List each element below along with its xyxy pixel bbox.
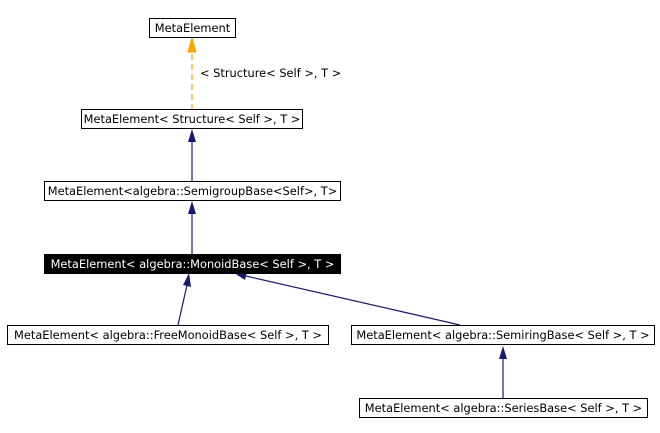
node-meta-element-series[interactable]: MetaElement< algebra::SeriesBase< Self >…	[359, 398, 648, 418]
inheritance-edge-semiring-monoid	[245, 275, 461, 326]
inheritance-arrowhead-monoid-from-freemonoid	[183, 273, 191, 287]
node-meta-element[interactable]: MetaElement	[149, 18, 236, 38]
inheritance-edge-freemonoid-monoid	[177, 284, 188, 326]
inheritance-arrowhead-monoid-from-semiring	[234, 272, 247, 280]
node-meta-element-semigroup[interactable]: MetaElement<algebra::SemigroupBase<Self>…	[44, 181, 341, 201]
inheritance-arrowhead-semiring	[499, 346, 507, 359]
node-meta-element-structure[interactable]: MetaElement< Structure< Self >, T >	[81, 109, 303, 129]
template-edge-arrowhead	[187, 36, 197, 53]
inheritance-arrowhead-structure	[188, 129, 196, 142]
edge-label-template-args: < Structure< Self >, T >	[200, 66, 342, 80]
node-meta-element-free-monoid[interactable]: MetaElement< algebra::FreeMonoidBase< Se…	[7, 325, 329, 345]
node-meta-element-semiring[interactable]: MetaElement< algebra::SemiringBase< Self…	[351, 325, 655, 345]
inheritance-arrowhead-semigroup	[188, 201, 196, 214]
node-meta-element-monoid-current: MetaElement< algebra::MonoidBase< Self >…	[44, 254, 341, 274]
